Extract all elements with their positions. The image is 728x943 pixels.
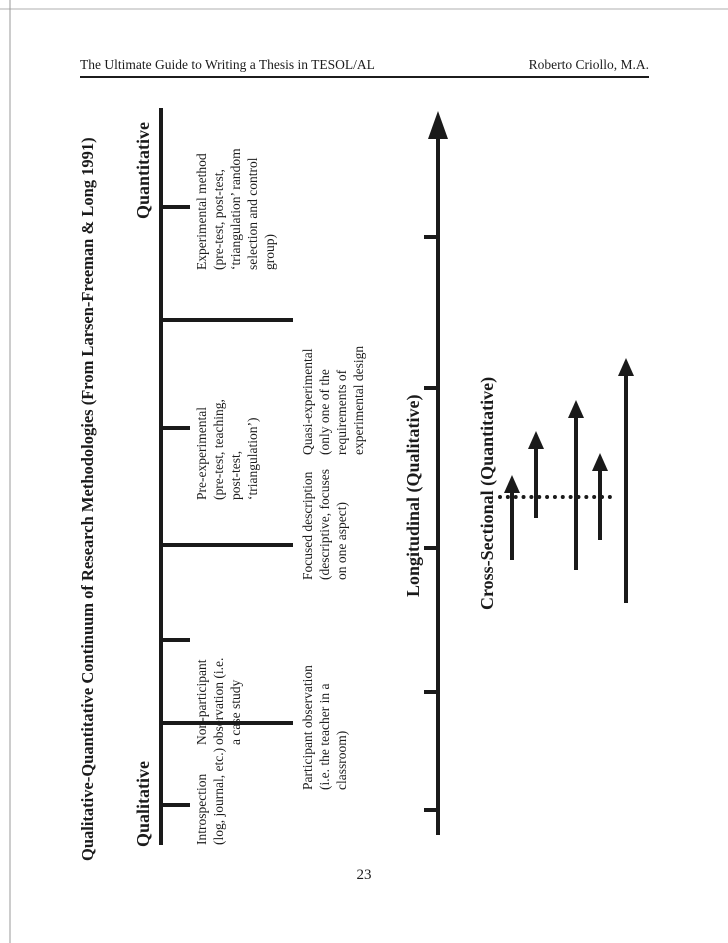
header-author: Roberto Criollo, M.A.	[528, 57, 649, 72]
header-rule	[80, 76, 649, 78]
study-duration-arrow	[504, 475, 520, 560]
method-label-pre-experimental: Pre-experimental (pre-test, teaching, po…	[194, 399, 260, 500]
figure-wrapper: Qualitative-Quantitative Continuum of Re…	[75, 95, 650, 865]
time-axis-tick	[424, 808, 440, 812]
time-axis-arrowhead-icon	[428, 111, 448, 139]
time-axis-tick	[424, 386, 440, 390]
arrowhead-icon	[528, 431, 544, 449]
method-label-quasi-experimental: Quasi-experimental (only one of the requ…	[300, 345, 366, 455]
continuum-tick-pre-experimental	[160, 426, 190, 430]
method-label-introspection: Introspection (log, journal, etc.)	[194, 747, 226, 845]
continuum-diagram: Qualitative-Quantitative Continuum of Re…	[75, 95, 650, 865]
study-duration-arrow	[568, 400, 584, 570]
time-axis-tick	[424, 235, 440, 239]
time-axis-tick	[424, 690, 440, 694]
arrowhead-icon	[618, 358, 634, 376]
continuum-tick-non-participant	[160, 638, 190, 642]
continuum-tick-focused	[160, 543, 293, 547]
method-label-experimental: Experimental method (pre-test, post-test…	[194, 148, 277, 270]
arrowhead-icon	[504, 475, 520, 493]
qualitative-pole-label: Qualitative	[133, 761, 153, 847]
scan-border-horizontal	[0, 8, 728, 10]
header-title: The Ultimate Guide to Writing a Thesis i…	[80, 57, 375, 72]
longitudinal-label: Longitudinal (Qualitative)	[403, 394, 423, 597]
cross-section-dotted-line	[498, 495, 612, 499]
continuum-axis-line	[159, 108, 163, 845]
arrowhead-icon	[568, 400, 584, 418]
figure-title: Qualitative-Quantitative Continuum of Re…	[78, 137, 97, 861]
cross-sectional-label: Cross-Sectional (Quantitative)	[477, 376, 497, 610]
continuum-tick-quasi-experimental	[160, 318, 293, 322]
method-label-non-participant: Non-participant observation (i.e. a case…	[194, 657, 243, 745]
time-axis-tick	[424, 546, 440, 550]
study-duration-arrow	[618, 358, 634, 603]
quantitative-pole-label: Quantitative	[133, 122, 153, 219]
arrowhead-icon	[592, 453, 608, 471]
continuum-tick-experimental	[160, 205, 190, 209]
method-label-focused: Focused description (descriptive, focuse…	[300, 469, 349, 580]
continuum-tick-introspection	[160, 803, 190, 807]
page-header: The Ultimate Guide to Writing a Thesis i…	[80, 57, 649, 73]
method-label-participant: Participant observation (i.e. the teache…	[300, 665, 349, 790]
study-duration-arrow	[528, 431, 544, 518]
time-axis-line	[436, 135, 440, 835]
page-number: 23	[356, 867, 372, 883]
scan-border-vertical	[9, 0, 11, 943]
